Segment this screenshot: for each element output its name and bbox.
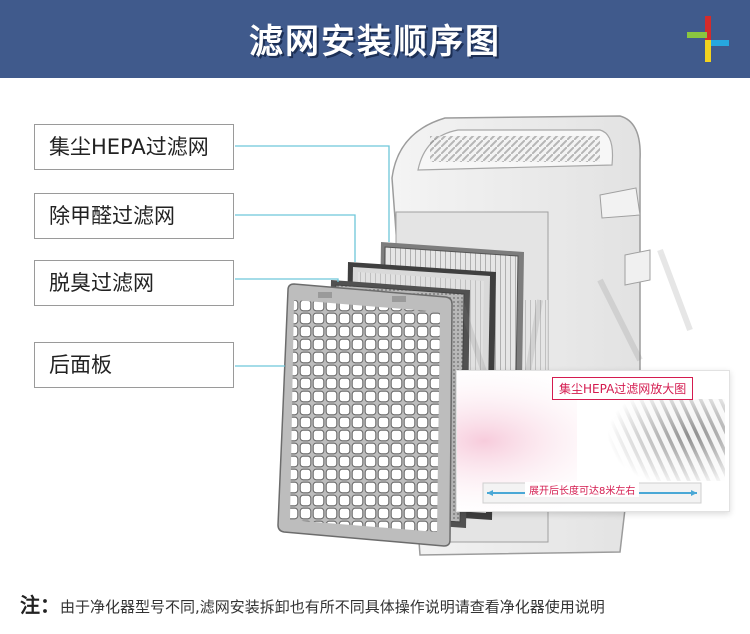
rear-panel-grille xyxy=(277,283,453,547)
brand-logo-icon xyxy=(687,16,729,62)
leader-lines xyxy=(235,145,390,367)
label-deodorizing-filter: 脱臭过滤网 xyxy=(34,260,234,306)
zoom-title: 集尘HEPA过滤网放大图 xyxy=(552,377,694,400)
page-title: 滤网安装顺序图 xyxy=(249,22,501,62)
note-prefix: 注： xyxy=(20,593,60,617)
hepa-zoom-panel: 集尘HEPA过滤网放大图 展开后长度可达8米左右 xyxy=(456,370,730,512)
label-hepa-filter: 集尘HEPA过滤网 xyxy=(34,124,234,170)
label-formaldehyde-filter: 除甲醛过滤网 xyxy=(34,193,234,239)
label-rear-panel: 后面板 xyxy=(34,342,234,388)
note-text: 由于净化器型号不同,滤网安装拆卸也有所不同具体操作说明请查看净化器使用说明 xyxy=(60,598,605,616)
header-banner: 滤网安装顺序图 xyxy=(0,0,750,78)
zoom-caption: 展开后长度可达8米左右 xyxy=(525,482,640,497)
footer-note: 注：由于净化器型号不同,滤网安装拆卸也有所不同具体操作说明请查看净化器使用说明 xyxy=(20,589,605,618)
